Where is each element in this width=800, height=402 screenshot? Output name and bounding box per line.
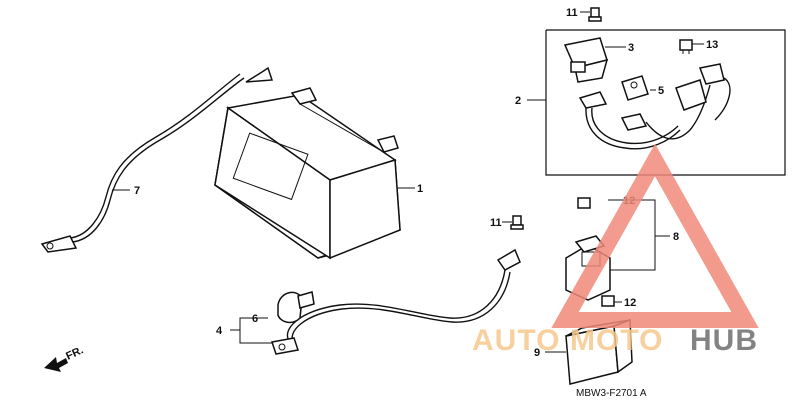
callout-13: 13 bbox=[706, 39, 718, 51]
fuse-cap bbox=[621, 75, 649, 101]
automotohub-watermark: AUTO MOTO HUB bbox=[472, 143, 759, 357]
callout-2: 2 bbox=[515, 95, 521, 107]
negative-cable bbox=[40, 66, 274, 253]
relay-harness bbox=[578, 63, 731, 150]
battery bbox=[214, 87, 401, 260]
callout-1: 1 bbox=[417, 183, 423, 195]
watermark-auto: AUTO bbox=[472, 324, 560, 357]
callout-9: 9 bbox=[534, 347, 540, 359]
bolt-top bbox=[588, 7, 602, 22]
callout-7: 7 bbox=[134, 185, 140, 197]
kit-frame bbox=[545, 29, 786, 176]
bolt-middle bbox=[510, 215, 524, 230]
fuse-lower bbox=[601, 295, 615, 307]
callout-6: 6 bbox=[252, 313, 258, 325]
callout-8: 8 bbox=[673, 231, 679, 243]
front-direction-arrow: FR. bbox=[44, 344, 85, 372]
terminal-cap bbox=[277, 291, 315, 324]
fuse-upper bbox=[577, 197, 591, 209]
diagram-code: MBW3-F2701 A bbox=[576, 388, 647, 399]
callout-12-lower: 12 bbox=[624, 297, 636, 309]
callout-11-top: 11 bbox=[566, 7, 578, 19]
callout-11-middle: 11 bbox=[490, 217, 502, 229]
callout-3: 3 bbox=[628, 42, 634, 54]
callout-5: 5 bbox=[658, 85, 664, 97]
relay-cover bbox=[563, 37, 609, 83]
watermark-moto: MOTO bbox=[570, 324, 663, 357]
fuse-spare bbox=[679, 39, 693, 54]
front-direction-label: FR. bbox=[64, 344, 85, 362]
watermark-hub: HUB bbox=[690, 324, 758, 357]
callout-4: 4 bbox=[216, 325, 223, 337]
